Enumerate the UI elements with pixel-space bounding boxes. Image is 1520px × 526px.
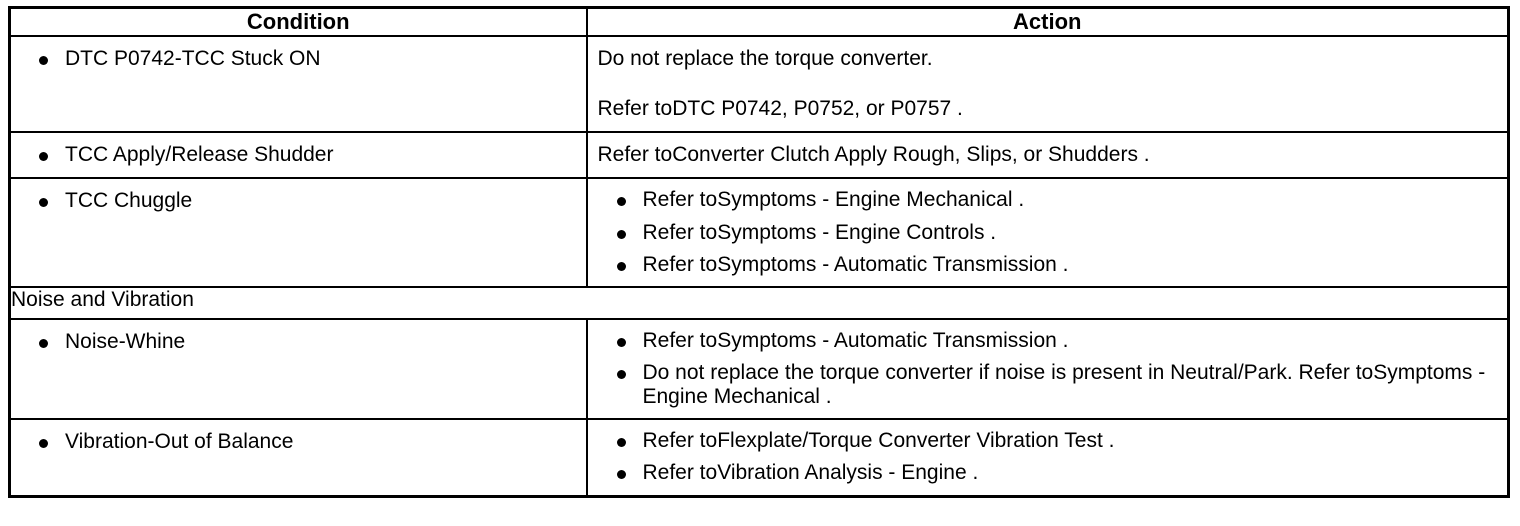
bullet-icon [39,198,48,208]
action-cell-tcc-apply-release-shudder: Refer toConverter Clutch Apply Rough, Sl… [585,131,1510,180]
bullet-icon [39,439,48,449]
list-item: Vibration-Out of Balance [11,430,574,454]
condition-cell-tcc-chuggle: TCC Chuggle [8,177,588,288]
list-item: Refer toVibration Analysis - Engine . [588,461,1496,485]
list-item: Refer toSymptoms - Engine Controls . [588,221,1496,245]
action-paragraph-block: Refer toConverter Clutch Apply Rough, Sl… [588,133,1508,177]
bullet-icon [616,261,626,271]
bullet-icon [616,197,626,207]
action-text: Refer toSymptoms - Automatic Transmissio… [642,328,1069,352]
condition-text: Vibration-Out of Balance [65,430,294,454]
bullet-icon [39,152,48,162]
action-text: Do not replace the torque converter if n… [642,360,1492,409]
condition-cell-tcc-apply-release-shudder: TCC Apply/Release Shudder [8,131,588,180]
list-item: Do not replace the torque converter if n… [588,361,1496,409]
action-text: Refer toVibration Analysis - Engine . [642,461,979,485]
condition-bullet-list: TCC Apply/Release Shudder [11,133,586,176]
table-row: Vibration-Out of Balance Refer toFlexpla… [8,418,1510,498]
table-row: DTC P0742-TCC Stuck ON Do not replace th… [8,34,1510,134]
action-cell-vibration-out-of-balance: Refer toFlexplate/Torque Converter Vibra… [585,418,1510,498]
condition-bullet-list: Vibration-Out of Balance [11,420,586,463]
action-bullet-list: Refer toFlexplate/Torque Converter Vibra… [588,420,1508,494]
section-header-noise-and-vibration: Noise and Vibration [8,285,1510,320]
table-row: Noise-Whine Refer toSymptoms - Automatic… [8,317,1510,421]
bullet-icon [39,56,48,65]
list-item: Refer toSymptoms - Engine Mechanical . [588,188,1496,212]
action-cell-dtc-p0742: Do not replace the torque converter. Ref… [585,34,1510,134]
action-paragraph-block: Do not replace the torque converter. Ref… [588,37,1508,131]
bullet-icon [616,369,626,379]
condition-bullet-list: Noise-Whine [11,320,586,363]
list-item: TCC Chuggle [11,189,574,213]
condition-cell-dtc-p0742: DTC P0742-TCC Stuck ON [8,34,588,134]
list-item: Refer toSymptoms - Automatic Transmissio… [588,253,1496,277]
condition-cell-noise-whine: Noise-Whine [8,317,588,421]
column-header-action: Action [585,6,1510,37]
bullet-icon [616,438,626,448]
table-body: DTC P0742-TCC Stuck ON Do not replace th… [8,34,1510,498]
condition-bullet-list: DTC P0742-TCC Stuck ON [11,37,586,80]
bullet-icon [39,338,48,348]
condition-text: TCC Chuggle [65,189,193,213]
condition-cell-vibration-out-of-balance: Vibration-Out of Balance [8,418,588,498]
list-item: DTC P0742-TCC Stuck ON [11,47,574,71]
table-section-row: Noise and Vibration [8,285,1510,320]
list-item: Refer toSymptoms - Automatic Transmissio… [588,329,1496,353]
table-header: Condition Action [8,6,1510,37]
action-paragraph-reference: Refer toDTC P0742, P0752, or P0757 . [597,97,963,121]
column-header-condition: Condition [8,6,588,37]
action-bullet-list: Refer toSymptoms - Engine Mechanical . R… [588,179,1508,285]
table-row: TCC Apply/Release Shudder Refer toConver… [8,131,1510,180]
action-text: Refer toSymptoms - Engine Mechanical . [642,188,1025,212]
condition-bullet-list: TCC Chuggle [11,179,586,222]
action-text: Refer toSymptoms - Automatic Transmissio… [642,252,1069,276]
action-cell-noise-whine: Refer toSymptoms - Automatic Transmissio… [585,317,1510,421]
action-text: Refer toFlexplate/Torque Converter Vibra… [642,429,1115,453]
condition-text: Noise-Whine [65,329,186,353]
list-item: TCC Apply/Release Shudder [11,143,574,167]
condition-text: TCC Apply/Release Shudder [65,143,334,167]
action-paragraph: Do not replace the torque converter. [597,47,933,70]
action-cell-tcc-chuggle: Refer toSymptoms - Engine Mechanical . R… [585,177,1510,288]
condition-text: DTC P0742-TCC Stuck ON [65,47,321,70]
list-item: Noise-Whine [11,330,574,354]
table-header-row: Condition Action [8,6,1510,37]
bullet-icon [616,229,626,239]
action-bullet-list: Refer toSymptoms - Automatic Transmissio… [588,320,1508,418]
action-text: Refer toSymptoms - Engine Controls . [642,220,997,244]
list-item: Refer toFlexplate/Torque Converter Vibra… [588,429,1496,453]
action-paragraph-reference: Refer toConverter Clutch Apply Rough, Sl… [597,143,1150,167]
symptom-diagnosis-table: Condition Action DTC P0742-TCC Stuck ON [8,6,1510,498]
bullet-icon [616,337,626,347]
bullet-icon [616,470,626,480]
table-row: TCC Chuggle Refer toSymptoms - Engine Me… [8,177,1510,288]
